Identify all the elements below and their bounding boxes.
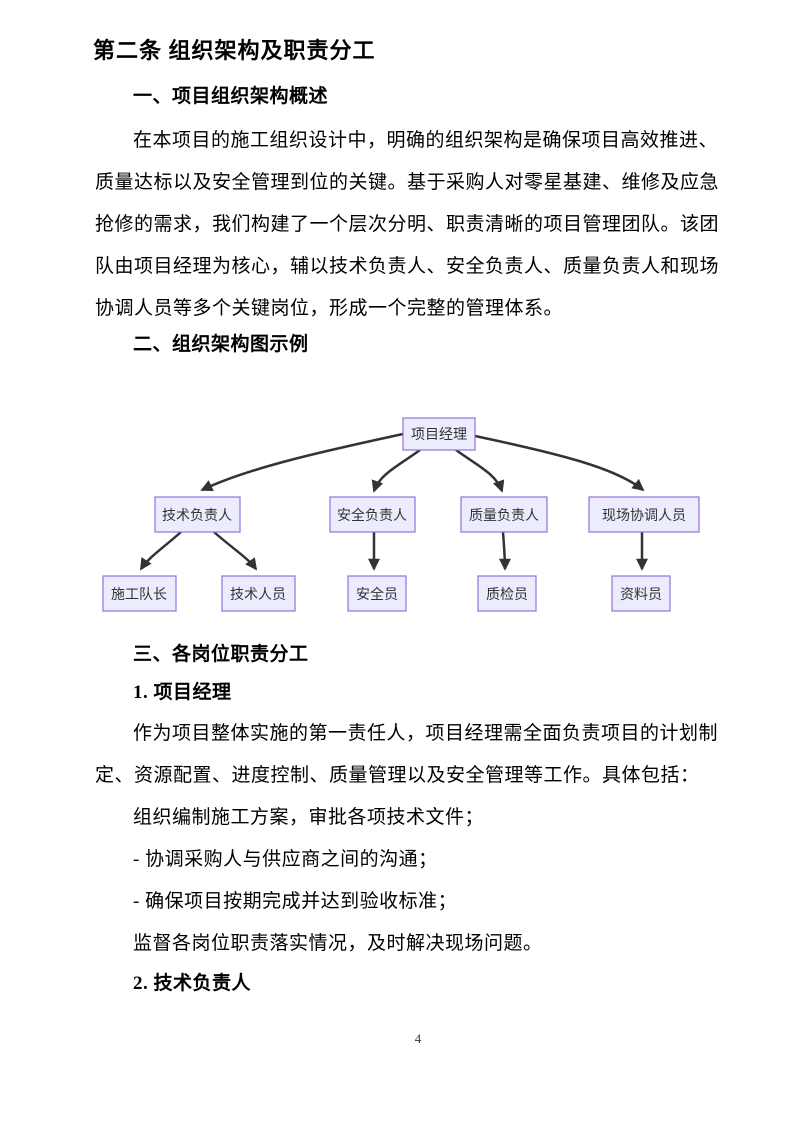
svg-text:施工队长: 施工队长: [111, 586, 167, 602]
doc-heading: 第二条 组织架构及职责分工: [93, 38, 376, 63]
duty-list-item: 组织编制施工方案，审批各项技术文件；: [133, 807, 485, 828]
node-safety-officer: 安全员: [347, 575, 407, 612]
org-chart-edges: [139, 432, 648, 571]
edge-project-manager-site-coordinator: [474, 434, 645, 492]
page-number: 4: [414, 1031, 422, 1046]
edge-quality-lead-quality-inspector: [498, 531, 511, 571]
node-quality-inspector: 质检员: [477, 575, 537, 612]
svg-text:技术负责人: 技术负责人: [162, 507, 232, 523]
item-2-title: 2. 技术负责人: [133, 973, 252, 994]
node-tech-staff: 技术人员: [221, 575, 296, 612]
svg-text:技术人员: 技术人员: [230, 586, 286, 602]
org-chart-nodes: 项目经理 技术负责人 安全负责人 质量负责人 现场协调人员 施工队长: [102, 417, 700, 612]
node-project-manager: 项目经理: [402, 417, 476, 451]
svg-text:现场协调人员: 现场协调人员: [602, 507, 686, 523]
section-2-title: 二、组织架构图示例: [133, 334, 309, 355]
item-1-title: 1. 项目经理: [133, 682, 232, 703]
node-document-clerk: 资料员: [611, 575, 671, 612]
section-1-title: 一、项目组织架构概述: [133, 86, 329, 107]
svg-text:安全负责人: 安全负责人: [337, 507, 407, 523]
duty-list-item: - 确保项目按期完成并达到验收标准；: [133, 891, 458, 912]
paragraph-line: 协调人员等多个关键岗位，形成一个完整的管理体系。: [95, 298, 564, 319]
paragraph-line: 在本项目的施工组织设计中，明确的组织架构是确保项目高效推进、: [133, 130, 719, 151]
paragraph-line: 抢修的需求，我们构建了一个层次分明、职责清晰的项目管理团队。该团: [95, 214, 720, 235]
node-site-coordinator: 现场协调人员: [588, 496, 700, 533]
edge-tech-lead-construction-foreman: [139, 531, 182, 571]
node-construction-foreman: 施工队长: [102, 575, 177, 612]
edge-project-manager-safety-lead: [371, 448, 421, 493]
edge-project-manager-quality-lead: [455, 448, 505, 493]
node-safety-lead: 安全负责人: [329, 496, 416, 533]
svg-text:项目经理: 项目经理: [411, 426, 467, 442]
org-chart: 项目经理 技术负责人 安全负责人 质量负责人 现场协调人员 施工队长: [102, 417, 700, 612]
edge-project-manager-tech-lead: [200, 432, 404, 492]
svg-text:质量负责人: 质量负责人: [469, 507, 539, 523]
paragraph-line: 定、资源配置、进度控制、质量管理以及安全管理等工作。具体包括：: [95, 765, 700, 786]
edge-tech-lead-tech-staff: [213, 531, 258, 571]
svg-text:质检员: 质检员: [486, 586, 528, 602]
section-3-title: 三、各岗位职责分工: [133, 644, 309, 665]
svg-text:安全员: 安全员: [356, 586, 398, 602]
paragraph-line: 队由项目经理为核心，辅以技术负责人、安全负责人、质量负责人和现场: [95, 256, 720, 277]
duty-list-item: - 协调采购人与供应商之间的沟通；: [133, 849, 438, 870]
node-tech-lead: 技术负责人: [154, 496, 241, 533]
svg-text:资料员: 资料员: [620, 586, 662, 602]
duty-list-item: 监督各岗位职责落实情况，及时解决现场问题。: [133, 933, 543, 954]
paragraph-line: 作为项目整体实施的第一责任人，项目经理需全面负责项目的计划制: [133, 723, 719, 744]
paragraph-line: 质量达标以及安全管理到位的关键。基于采购人对零星基建、维修及应急: [95, 172, 720, 193]
node-quality-lead: 质量负责人: [460, 496, 548, 533]
